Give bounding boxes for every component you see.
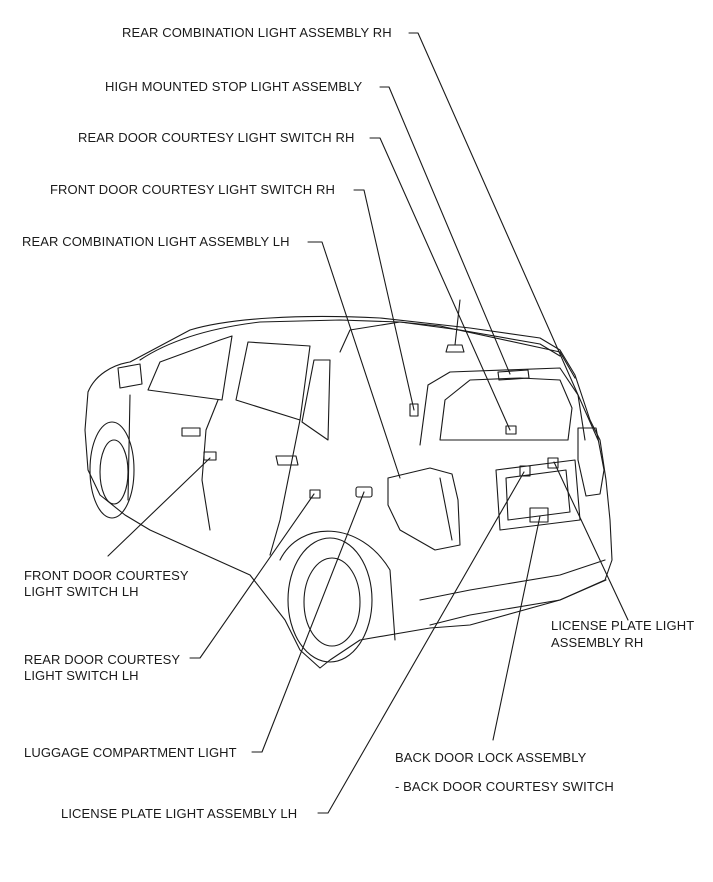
leader-rear-door-lh (189, 493, 315, 659)
leader-rear-combo-lh (307, 241, 401, 479)
rear-door-edge (269, 419, 301, 556)
rear-wheel-arch (279, 530, 396, 641)
leader-front-door-rh (353, 189, 415, 411)
antenna (454, 299, 461, 346)
label-rear-door-courtesy-switch-rh: REAR DOOR COURTESY LIGHT SWITCH RH (78, 130, 355, 145)
license-rh-part (547, 457, 559, 469)
front-door-switch-rh-part (409, 403, 419, 417)
label-license-plate-light-lh: LICENSE PLATE LIGHT ASSEMBLY LH (61, 806, 298, 821)
rear-door-switch-lh (309, 489, 321, 499)
label-license-plate-light-rh-line2: ASSEMBLY RH (551, 635, 644, 650)
tail-light-rh (577, 427, 605, 497)
hatch-glass (439, 377, 573, 441)
label-front-door-courtesy-switch-rh: FRONT DOOR COURTESY LIGHT SWITCH RH (50, 182, 335, 197)
bumper-lower (429, 579, 607, 626)
label-back-door-courtesy-switch: - BACK DOOR COURTESY SWITCH (395, 779, 614, 794)
rear-window (235, 341, 311, 421)
license-lh-part (519, 465, 531, 477)
label-high-mounted-stop-light: HIGH MOUNTED STOP LIGHT ASSEMBLY (105, 79, 363, 94)
side-mirror (117, 363, 143, 389)
label-rear-door-courtesy-switch-lh-line1: REAR DOOR COURTESY (24, 652, 181, 667)
leader-front-door-lh (107, 457, 211, 557)
label-rear-combination-light-rh: REAR COMBINATION LIGHT ASSEMBLY RH (122, 25, 392, 40)
leader-license-rh (553, 461, 629, 621)
luggage-light-part (355, 486, 373, 498)
label-front-door-courtesy-switch-lh-line1: FRONT DOOR COURTESY (24, 568, 189, 583)
front-door-edge (201, 399, 219, 531)
rear-wheel-inner (303, 557, 361, 647)
label-rear-combination-light-lh: REAR COMBINATION LIGHT ASSEMBLY LH (22, 234, 290, 249)
front-door-switch-lh (203, 451, 217, 461)
rear-bumper (419, 559, 606, 601)
quarter-window (301, 359, 331, 441)
license-recess (495, 459, 581, 531)
leader-rear-combo-rh (408, 32, 599, 441)
front-wheel-inner (99, 439, 129, 505)
label-rear-door-courtesy-switch-lh-line2: LIGHT SWITCH LH (24, 668, 139, 683)
label-luggage-compartment-light: LUGGAGE COMPARTMENT LIGHT (24, 745, 237, 760)
tail-light-lh-inner (439, 477, 453, 541)
antenna-base (445, 344, 465, 353)
front-window (147, 335, 233, 401)
rear-door-handle (275, 455, 299, 466)
high-stop-light (497, 369, 530, 381)
front-door-handle (181, 427, 201, 437)
rear-door-switch-rh-part (505, 425, 517, 435)
roof-line (139, 319, 561, 361)
leader-luggage (251, 491, 365, 753)
rear-wheel (287, 537, 373, 663)
leader-license-lh (317, 471, 525, 814)
tail-light-lh (387, 467, 461, 551)
label-front-door-courtesy-switch-lh-line2: LIGHT SWITCH LH (24, 584, 139, 599)
label-back-door-lock-assembly: BACK DOOR LOCK ASSEMBLY (395, 750, 587, 765)
label-license-plate-light-rh-line1: LICENSE PLATE LIGHT (551, 618, 695, 633)
leader-high-stop (379, 86, 511, 375)
front-wheel (89, 421, 135, 519)
roof-rear (339, 321, 576, 379)
car-body-outline (84, 315, 613, 669)
leader-back-door-lock (492, 515, 541, 741)
leader-rear-door-rh (369, 137, 511, 431)
door-cut (127, 394, 131, 501)
license-inner (505, 469, 571, 521)
hatch-frame (419, 367, 586, 446)
